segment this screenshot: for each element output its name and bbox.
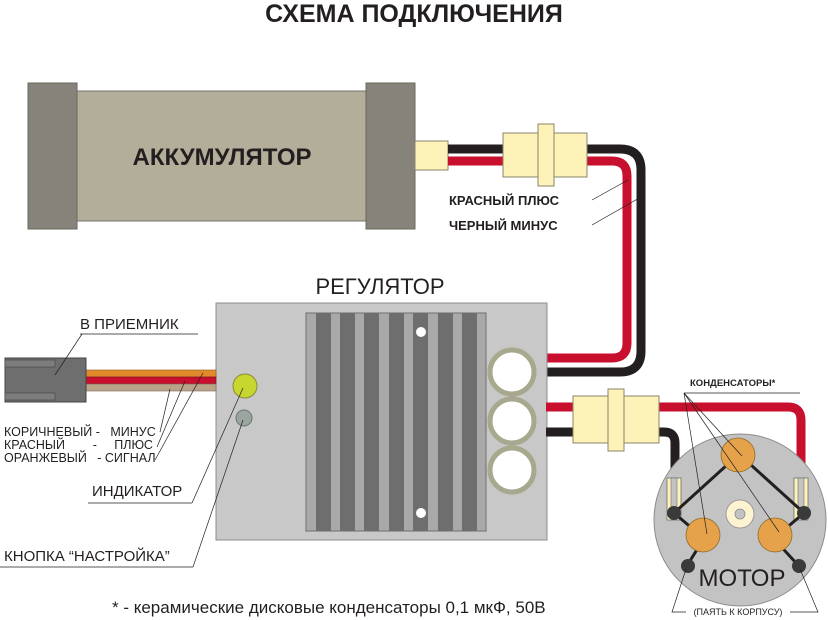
footnote: * - керамические дисковые конденсаторы 0… [112, 598, 546, 617]
solder-leaders [671, 568, 819, 613]
battery: АККУМУЛЯТОР [27, 82, 449, 230]
wire-red-plus-servo [85, 376, 217, 385]
capacitor-leaders [683, 392, 780, 535]
red-plus-leader [591, 179, 629, 201]
solder-to-case-label: (ПАЯТЬ К КОРПУСУ) [694, 607, 783, 617]
battery-body [74, 90, 369, 222]
power-wires [448, 144, 646, 377]
servo-line-orange: ОРАНЖЕВЫЙ - СИГНАЛ [4, 450, 156, 465]
motor-wire-red [546, 402, 806, 478]
capacitor-right [757, 517, 793, 553]
regulator [215, 302, 548, 541]
indicator-label: ИНДИКАТОР [92, 483, 182, 500]
output-socket-2 [487, 396, 537, 446]
battery-plug [414, 140, 449, 171]
receiver-lead [4, 357, 217, 403]
mount-hole-bottom [416, 508, 426, 518]
capacitor-left [685, 517, 721, 553]
wire-orange-signal [85, 369, 217, 378]
mount-hole-top [416, 327, 426, 337]
motor-label: МОТОР [699, 565, 786, 592]
motor-wires [546, 402, 806, 478]
setup-button-label: КНОПКА “НАСТРОЙКА” [4, 547, 170, 565]
black-minus-leader [591, 196, 642, 226]
motor-wire-black [546, 427, 680, 478]
ground-point-right [792, 559, 806, 573]
diagram-title: СХЕМА ПОДКЛЮЧЕНИЯ [265, 0, 563, 28]
indicator-leader [191, 387, 244, 504]
servo-line-brown: КОРИЧНЕВЫЙ - МИНУС [4, 424, 156, 439]
output-socket-3 [487, 445, 537, 495]
setup-button-leader [192, 419, 244, 568]
battery-left-cap [27, 82, 78, 230]
receiver-label: В ПРИЕМНИК [80, 316, 179, 333]
capacitors-label: КОНДЕНСАТОРЫ* [690, 378, 776, 389]
servo-line-red: КРАСНЫЙ - ПЛЮС [4, 437, 153, 452]
regulator-label: РЕГУЛЯТОР [315, 274, 444, 299]
battery-inline-connector [502, 123, 588, 187]
battery-right-cap [365, 82, 416, 230]
red-plus-label: КРАСНЫЙ ПЛЮС [449, 193, 560, 208]
black-minus-label: ЧЕРНЫЙ МИНУС [449, 218, 558, 233]
receiver-leader [54, 333, 83, 376]
wire-red-plus [448, 156, 632, 363]
output-socket-1 [487, 347, 537, 397]
ground-point-left [681, 559, 695, 573]
motor-inline-connector [572, 388, 660, 452]
wire-black-minus [448, 144, 646, 377]
indicator-led [232, 373, 258, 399]
setup-button[interactable] [235, 409, 253, 427]
motor: МОТОР [653, 433, 827, 607]
battery-label: АККУМУЛЯТОР [133, 144, 312, 171]
